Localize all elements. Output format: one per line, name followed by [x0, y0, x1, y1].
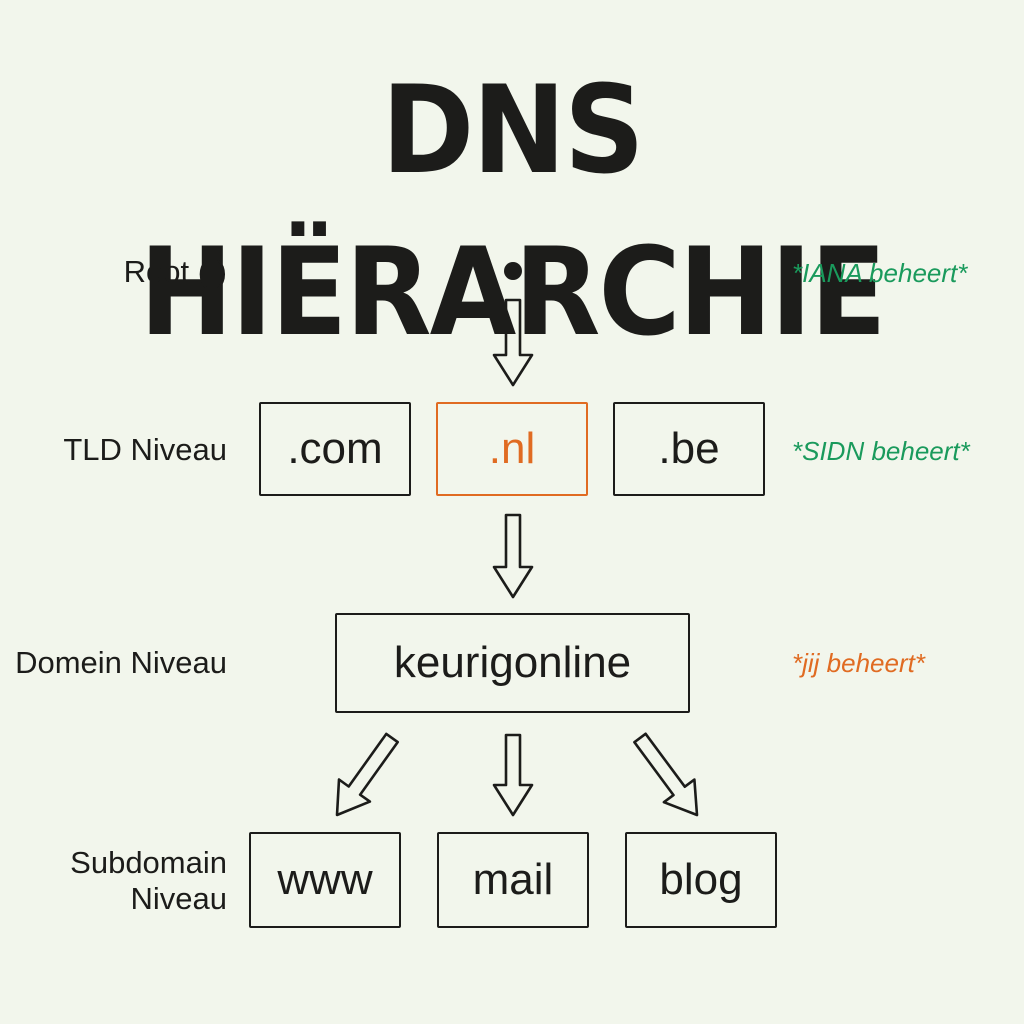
subdomain-node-www: www	[249, 832, 401, 928]
arrow-domain-to-blog	[633, 732, 699, 817]
diagram-title: DNS HIËRARCHIE	[139, 60, 886, 364]
level-label-domain: Domein Niveau	[15, 645, 227, 680]
level-label-root: Root (.)	[123, 254, 227, 289]
domain-node: keurigonline	[335, 613, 690, 713]
arrow-domain-to-www	[335, 732, 399, 817]
arrow-root-to-tld	[492, 298, 534, 387]
subdomain-node-mail: mail	[437, 832, 589, 928]
tld-node-nl: .nl	[436, 402, 588, 496]
level-label-tld: TLD Niveau	[63, 432, 227, 467]
note-domain: *jij beheert*	[792, 648, 925, 678]
note-root: *IANA beheert*	[792, 258, 968, 288]
note-tld: *SIDN beheert*	[792, 436, 970, 466]
level-label-subdomain-line2: Niveau	[130, 881, 228, 916]
arrow-domain-to-mail	[492, 733, 534, 817]
arrow-tld-to-domain	[492, 513, 534, 599]
level-label-subdomain-line1: Subdomain	[70, 845, 227, 880]
tld-node-be: .be	[613, 402, 765, 496]
tld-node-com: .com	[259, 402, 411, 496]
root-node-dot	[504, 262, 522, 280]
subdomain-node-blog: blog	[625, 832, 777, 928]
